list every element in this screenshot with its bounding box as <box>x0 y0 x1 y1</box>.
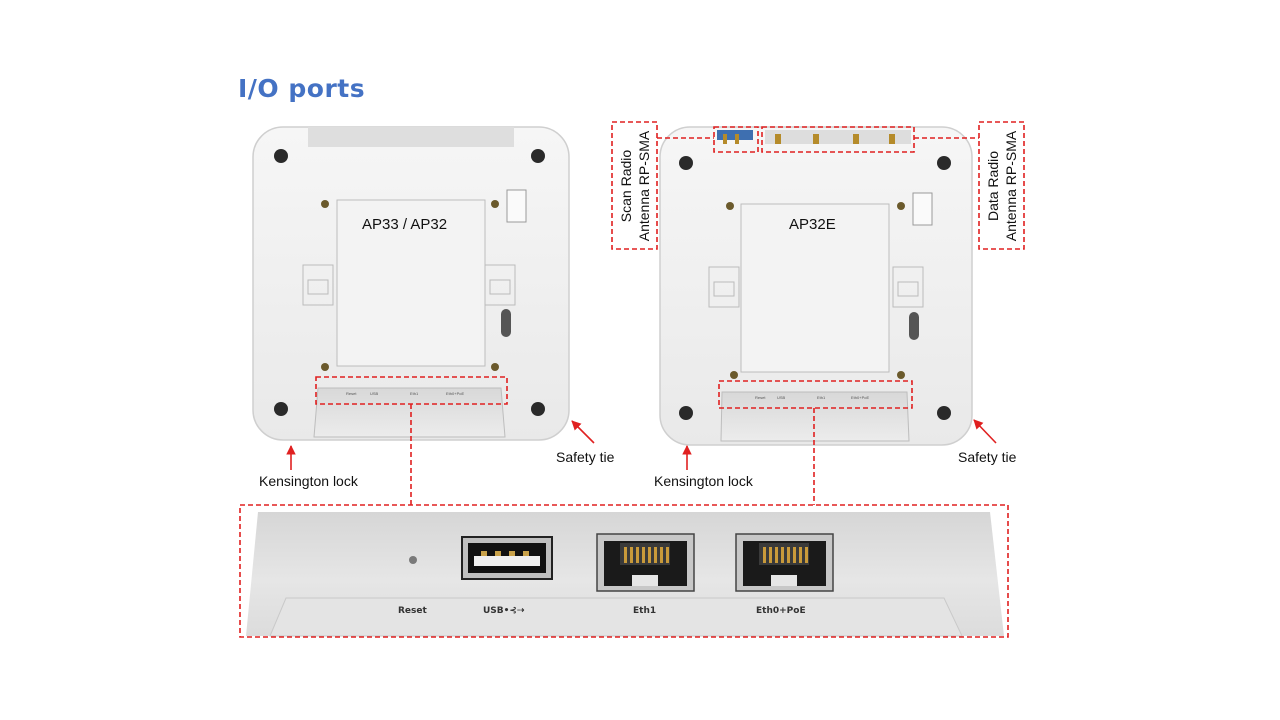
left-foot-br <box>531 402 545 416</box>
scan-radio-box <box>611 121 658 250</box>
left-device-model-label: AP33 / AP32 <box>362 216 448 233</box>
zoom-box <box>239 504 1009 638</box>
data-connector-box <box>761 126 915 153</box>
right-safety-arrow <box>973 419 997 444</box>
right-foot-bl <box>679 406 693 420</box>
left-foot-tl <box>274 149 288 163</box>
reset-label: Reset <box>398 606 427 616</box>
page-title: I/O ports <box>238 74 366 103</box>
callout-dashes <box>239 121 1025 638</box>
io-zoom-panel <box>240 505 1008 637</box>
left-device <box>252 126 570 441</box>
reset-hole <box>409 556 417 564</box>
eth0-poe-label: Eth0+PoE <box>756 606 806 616</box>
left-foot-tr <box>531 149 545 163</box>
left-safety-label: Safety tie <box>556 449 615 465</box>
left-safety-arrow <box>571 420 595 444</box>
right-device <box>659 126 973 446</box>
eth1-port-illustration <box>596 533 695 592</box>
scan-radio-label: Scan Radio Antenna RP-SMA <box>618 130 652 242</box>
right-foot-br <box>937 406 951 420</box>
data-radio-box <box>978 121 1025 250</box>
eth0-port-illustration <box>735 533 834 592</box>
data-radio-label: Data Radio Antenna RP-SMA <box>985 130 1019 242</box>
right-kensington-label: Kensington lock <box>654 473 753 489</box>
scan-connector-box <box>713 126 759 153</box>
eth1-label: Eth1 <box>633 606 657 616</box>
usb-port-illustration <box>461 536 553 580</box>
right-safety-label: Safety tie <box>958 449 1017 465</box>
right-foot-tl <box>679 156 693 170</box>
right-foot-tr <box>937 156 951 170</box>
right-device-model-label: AP32E <box>789 216 836 233</box>
callout-arrows <box>286 419 997 470</box>
right-io-box <box>718 380 913 409</box>
left-kensington-label: Kensington lock <box>259 473 358 489</box>
left-foot-bl <box>274 402 288 416</box>
usb-label: USB•⊰⇢ <box>483 606 525 616</box>
